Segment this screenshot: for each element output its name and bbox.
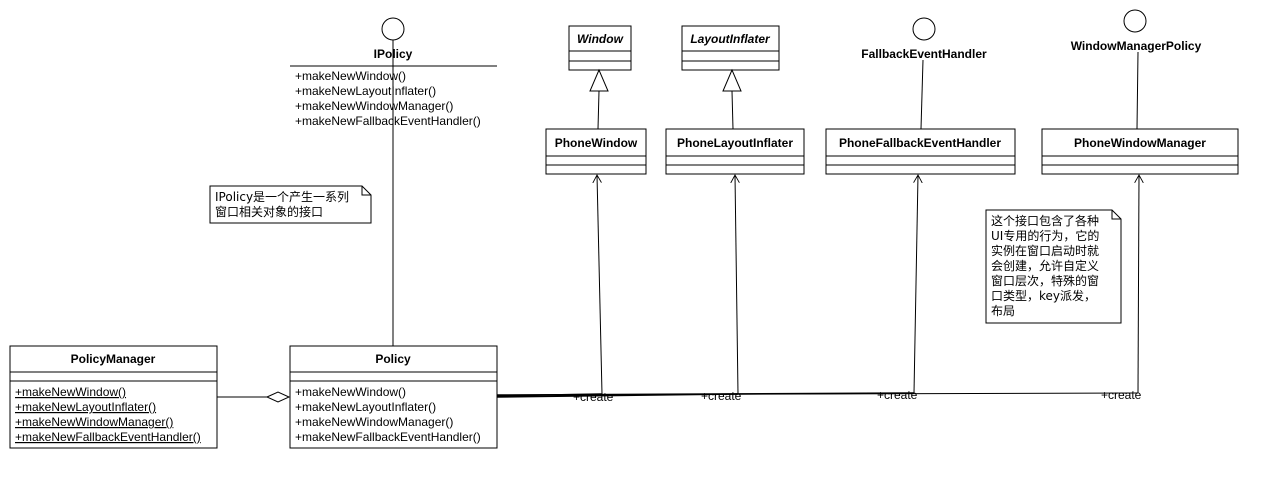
window-class[interactable]: Window — [568, 25, 632, 71]
policy-name: Policy — [375, 352, 411, 366]
generalization-phone-layout-inflater — [722, 68, 742, 130]
fallback-event-handler-name: FallbackEventHandler — [861, 47, 987, 61]
create-label: +create — [877, 388, 918, 402]
window-manager-policy-interface[interactable]: WindowManagerPolicy — [1071, 9, 1202, 53]
policy-manager-method: +makeNewWindow() — [15, 385, 126, 399]
phone-window-manager-name: PhoneWindowManager — [1074, 136, 1206, 150]
phone-window-class[interactable]: PhoneWindow — [545, 128, 647, 175]
policy-class[interactable]: Policy +makeNewWindow() +makeNewLayoutIn… — [289, 345, 498, 449]
policy-manager-method: +makeNewLayoutInflater() — [15, 400, 156, 414]
policy-method: +makeNewWindow() — [295, 385, 406, 399]
generalization-phone-window — [589, 68, 609, 130]
window-manager-policy-name: WindowManagerPolicy — [1071, 39, 1202, 53]
policy-box — [289, 345, 498, 449]
note-fold — [361, 186, 371, 196]
fallback-event-handler-interface[interactable]: FallbackEventHandler — [861, 17, 987, 61]
hollow-diamond-icon — [265, 391, 291, 403]
ipolicy-method: +makeNewWindow() — [295, 69, 406, 83]
phone-fallback-event-handler-name: PhoneFallbackEventHandler — [839, 136, 1001, 150]
phone-fallback-event-handler-class[interactable]: PhoneFallbackEventHandler — [825, 128, 1016, 175]
create-dependency-phone-layout-inflater: +create — [496, 175, 742, 403]
window-manager-policy-lollipop-icon — [1123, 9, 1147, 33]
create-dependency-phone-window-manager: +create — [496, 175, 1142, 402]
phone-layout-inflater-name: PhoneLayoutInflater — [677, 136, 793, 150]
realization-window-manager-policy — [1136, 51, 1139, 130]
wmp-note[interactable] — [985, 209, 1122, 324]
ipolicy-note[interactable] — [209, 185, 372, 224]
policy-manager-method: +makeNewFallbackEventHandler() — [15, 430, 201, 444]
phone-fallback-event-handler-box — [825, 128, 1016, 175]
ipolicy-note-text: IPolicy是一个产生一系列 窗口相关对象的接口 — [215, 190, 350, 219]
ipolicy-method: +makeNewLayoutInflater() — [295, 84, 436, 98]
create-label: +create — [701, 389, 742, 403]
create-dependency-phone-window: +create — [496, 175, 614, 404]
ipolicy-method: +makeNewWindowManager() — [295, 99, 453, 113]
phone-layout-inflater-box — [665, 128, 805, 175]
layout-inflater-box — [681, 25, 780, 71]
policy-method: +makeNewFallbackEventHandler() — [295, 430, 481, 444]
phone-window-manager-class[interactable]: PhoneWindowManager — [1041, 128, 1239, 175]
policy-manager-method: +makeNewWindowManager() — [15, 415, 173, 429]
layout-inflater-name: LayoutInflater — [690, 32, 771, 46]
create-label: +create — [1101, 388, 1142, 402]
create-label: +create — [573, 390, 614, 404]
fallback-event-handler-lollipop-icon — [912, 17, 936, 41]
policy-method: +makeNewWindowManager() — [295, 415, 453, 429]
phone-window-box — [545, 128, 647, 175]
phone-window-manager-box — [1041, 128, 1239, 175]
hollow-triangle-icon — [589, 68, 609, 92]
note-shape — [209, 185, 372, 224]
ipolicy-lollipop-icon — [381, 17, 405, 41]
phone-window-name: PhoneWindow — [555, 136, 638, 150]
policy-manager-name: PolicyManager — [71, 352, 156, 366]
policy-method: +makeNewLayoutInflater() — [295, 400, 436, 414]
wmp-note-text: 这个接口包含了各种 UI专用的行为，它的 实例在窗口启动时就 会创建，允许自定义… — [991, 214, 1100, 318]
hollow-triangle-icon — [722, 68, 742, 92]
policy-manager-class[interactable]: PolicyManager +makeNewWindow() +makeNewL… — [9, 345, 218, 449]
realization-fallback-event-handler — [920, 59, 924, 130]
note-fold — [1111, 210, 1121, 220]
policy-manager-box — [9, 345, 218, 449]
create-dependency-phone-fallback-event-handler: +create — [496, 175, 918, 402]
window-name: Window — [577, 32, 624, 46]
aggregation-policy-manager-policy — [217, 391, 291, 403]
note-shape — [985, 209, 1122, 324]
ipolicy-method: +makeNewFallbackEventHandler() — [295, 114, 481, 128]
phone-layout-inflater-class[interactable]: PhoneLayoutInflater — [665, 128, 805, 175]
window-box — [568, 25, 632, 71]
layout-inflater-class[interactable]: LayoutInflater — [681, 25, 780, 71]
